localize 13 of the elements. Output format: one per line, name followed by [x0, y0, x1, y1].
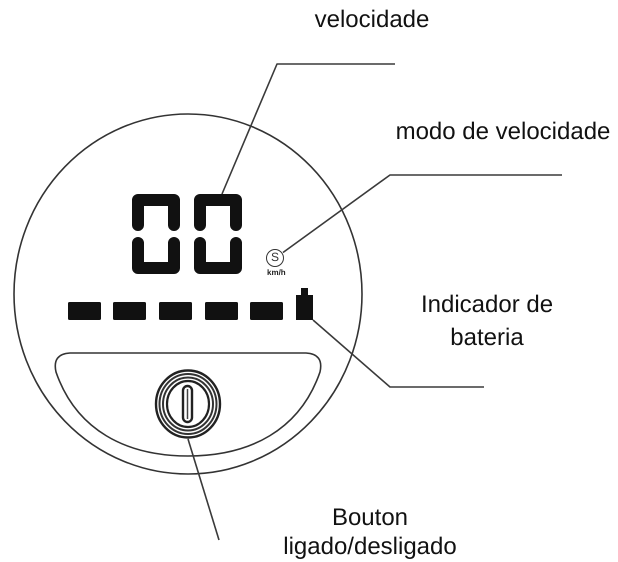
leader-line: [312, 319, 484, 388]
battery-level-indicator: [68, 287, 313, 320]
callout-label: Indicador de bateria: [402, 288, 572, 354]
leader-line: [221, 63, 395, 194]
callout-label: modo de velocidade: [392, 117, 614, 147]
leader-line: [187, 438, 220, 540]
callout-label: Bouton ligado/desligado: [248, 503, 492, 561]
seven-segment-digits: [132, 194, 242, 274]
leader-line: [282, 174, 562, 254]
round-button-icon: [154, 369, 222, 439]
callout-label: velocidade: [300, 5, 444, 35]
mode-indicator: S: [266, 249, 284, 267]
unit-label: km/h: [267, 268, 286, 277]
